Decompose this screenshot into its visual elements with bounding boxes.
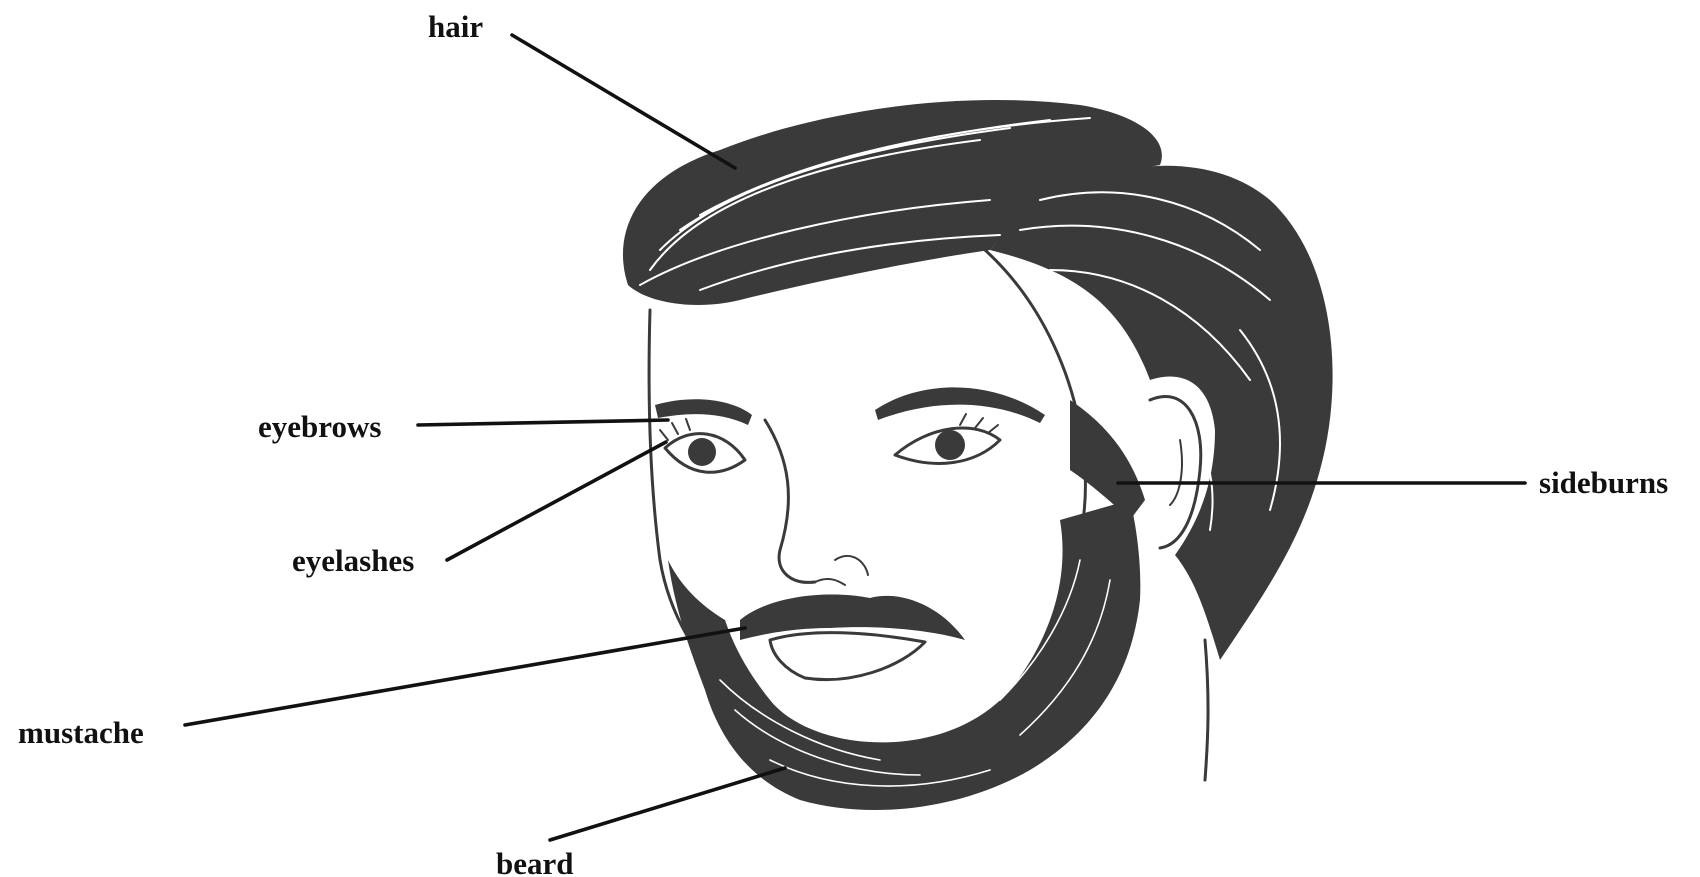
head-illustration: [623, 100, 1333, 810]
ear: [1149, 396, 1200, 548]
mustache-leader: [185, 628, 745, 725]
label-mustache: mustache: [18, 715, 144, 750]
label-sideburns: sideburns: [1539, 465, 1668, 500]
label-eyelashes: eyelashes: [292, 543, 414, 578]
hair-leader: [512, 35, 735, 168]
eyebrows-drawing: [655, 387, 1045, 425]
label-hair: hair: [428, 9, 483, 44]
eyelashes-leader: [447, 442, 666, 560]
eyebrows-leader: [418, 420, 668, 425]
label-eyebrows: eyebrows: [258, 409, 381, 444]
neck-line: [1205, 640, 1208, 780]
label-beard: beard: [496, 846, 574, 877]
beard-leader: [550, 768, 785, 840]
beard-drawing: [668, 400, 1145, 810]
eyes-drawing: [660, 414, 1000, 472]
mouth-drawing: [770, 633, 925, 680]
